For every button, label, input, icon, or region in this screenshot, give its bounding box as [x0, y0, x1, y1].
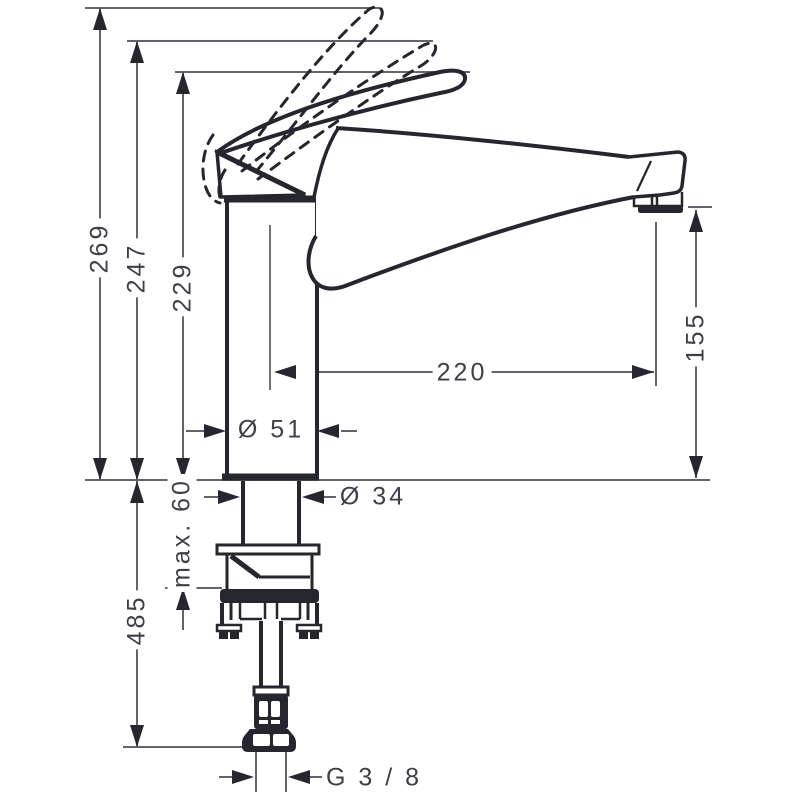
- aerator-outlet: [638, 206, 683, 213]
- dim-label-spout-reach: 220: [432, 358, 492, 388]
- spout: [306, 126, 687, 291]
- dim-label-body-diameter: Ø 51: [233, 415, 309, 445]
- dim-label-spout-top-height: 229: [168, 257, 198, 317]
- escutcheon-plate: [215, 543, 321, 556]
- handle-raised-positions-dashed: [201, 5, 438, 205]
- spout-neck: [312, 126, 341, 198]
- spout-tip: [628, 150, 687, 199]
- dim-label-shank-diameter: Ø 34: [335, 482, 411, 512]
- dim-label-hose-length: 485: [122, 590, 152, 650]
- dimension-lines: [99, 8, 697, 778]
- spout-slash-mark: [636, 160, 652, 192]
- mounting-shank: [241, 481, 301, 545]
- dim-label-thread-size: G 3 / 8: [321, 763, 427, 793]
- mounting-flange: [220, 589, 319, 603]
- reference-lines: [85, 7, 712, 792]
- mounting-bolts: [215, 623, 323, 639]
- handle-lever: [214, 68, 467, 157]
- dim-label-overall-height: 269: [85, 218, 115, 278]
- dim-label-outlet-height: 155: [681, 307, 711, 367]
- under-counter-assembly: [215, 481, 323, 752]
- dimension-arrowheads: [93, 8, 703, 784]
- dim-label-max-counter-thickness: max. 60: [167, 474, 197, 592]
- dim-label-handle-height: 247: [122, 238, 152, 298]
- supply-hose: [259, 621, 283, 687]
